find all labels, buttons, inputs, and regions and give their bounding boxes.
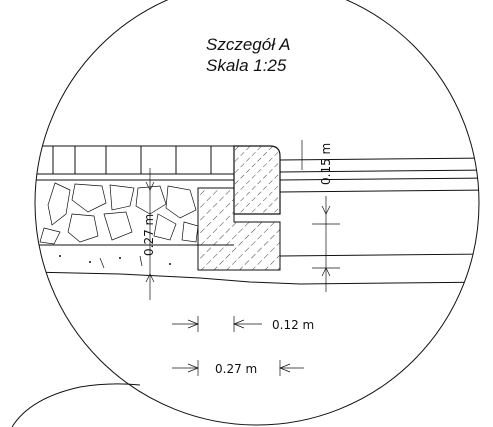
adjacent-detail-circle [11, 383, 141, 427]
dimension-base-width: 0.27 m [172, 360, 304, 376]
dimension-curb-width-label: 0.12 m [272, 318, 314, 332]
dimension-base-width-label: 0.27 m [215, 362, 257, 376]
curb-stone [233, 145, 281, 223]
dimension-base-depth: 0.27 m [142, 168, 156, 300]
detail-circle [34, 0, 480, 426]
dimension-curb-height-label: 0.15 m [319, 143, 333, 185]
dimension-base-depth-label: 0.27 m [142, 214, 156, 256]
dimension-curb-height: 0.15 m [301, 140, 333, 185]
aggregate-base [35, 182, 234, 246]
dimension-curb-width: 0.12 m [172, 316, 314, 332]
dimension-right-vertical [312, 196, 340, 292]
paving-stones [35, 145, 234, 181]
detail-scale: Skala 1:25 [206, 56, 287, 75]
concrete-layer [35, 255, 479, 285]
detail-title: Szczegół A [206, 35, 290, 54]
road-layers [279, 157, 479, 257]
